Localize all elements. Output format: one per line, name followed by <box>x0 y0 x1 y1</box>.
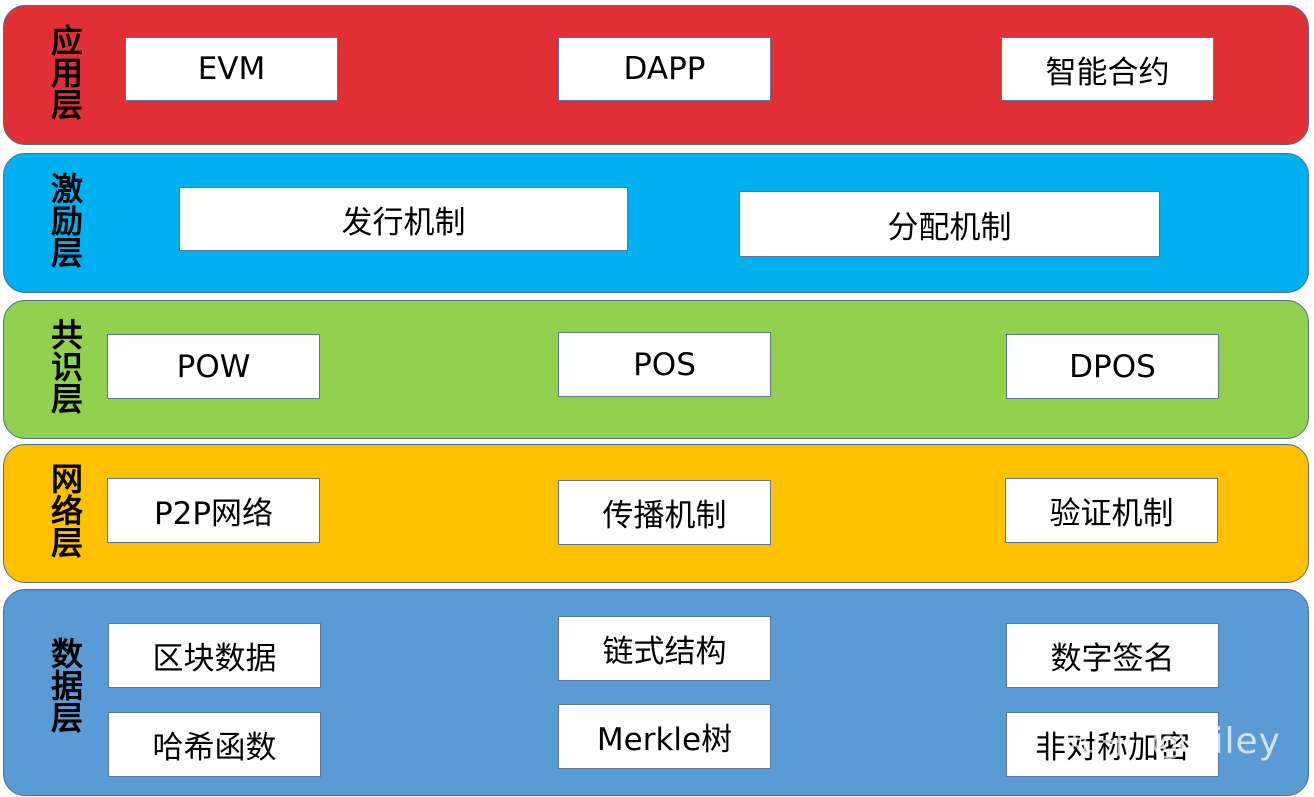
chain-structure-box: 链式结构 <box>558 616 771 681</box>
propagation-mechanism-box: 传播机制 <box>558 480 771 545</box>
block-data-box: 区块数据 <box>108 623 321 688</box>
consensus-layer-label: 共识层 <box>46 318 84 414</box>
pow-box: POW <box>107 334 320 399</box>
network-layer-label: 网络层 <box>46 462 84 558</box>
incentive-layer-label: 激励层 <box>46 172 84 268</box>
smart-contract-box: 智能合约 <box>1001 37 1214 101</box>
hash-function-box: 哈希函数 <box>108 712 321 777</box>
distribution-mechanism-box: 分配机制 <box>739 191 1160 257</box>
issuance-mechanism-box: 发行机制 <box>179 187 628 251</box>
verification-mechanism-box: 验证机制 <box>1005 478 1218 543</box>
pos-box: POS <box>558 332 771 397</box>
application-layer-label: 应用层 <box>46 24 84 120</box>
digital-signature-box: 数字签名 <box>1006 623 1219 688</box>
dpos-box: DPOS <box>1006 334 1219 399</box>
data-layer-label: 数据层 <box>46 637 84 733</box>
evm-box: EVM <box>125 37 338 101</box>
p2p-network-box: P2P网络 <box>107 478 320 543</box>
asymmetric-encryption-box: 非对称加密 <box>1006 712 1219 777</box>
dapp-box: DAPP <box>558 37 771 101</box>
merkle-tree-box: Merkle树 <box>558 704 771 769</box>
